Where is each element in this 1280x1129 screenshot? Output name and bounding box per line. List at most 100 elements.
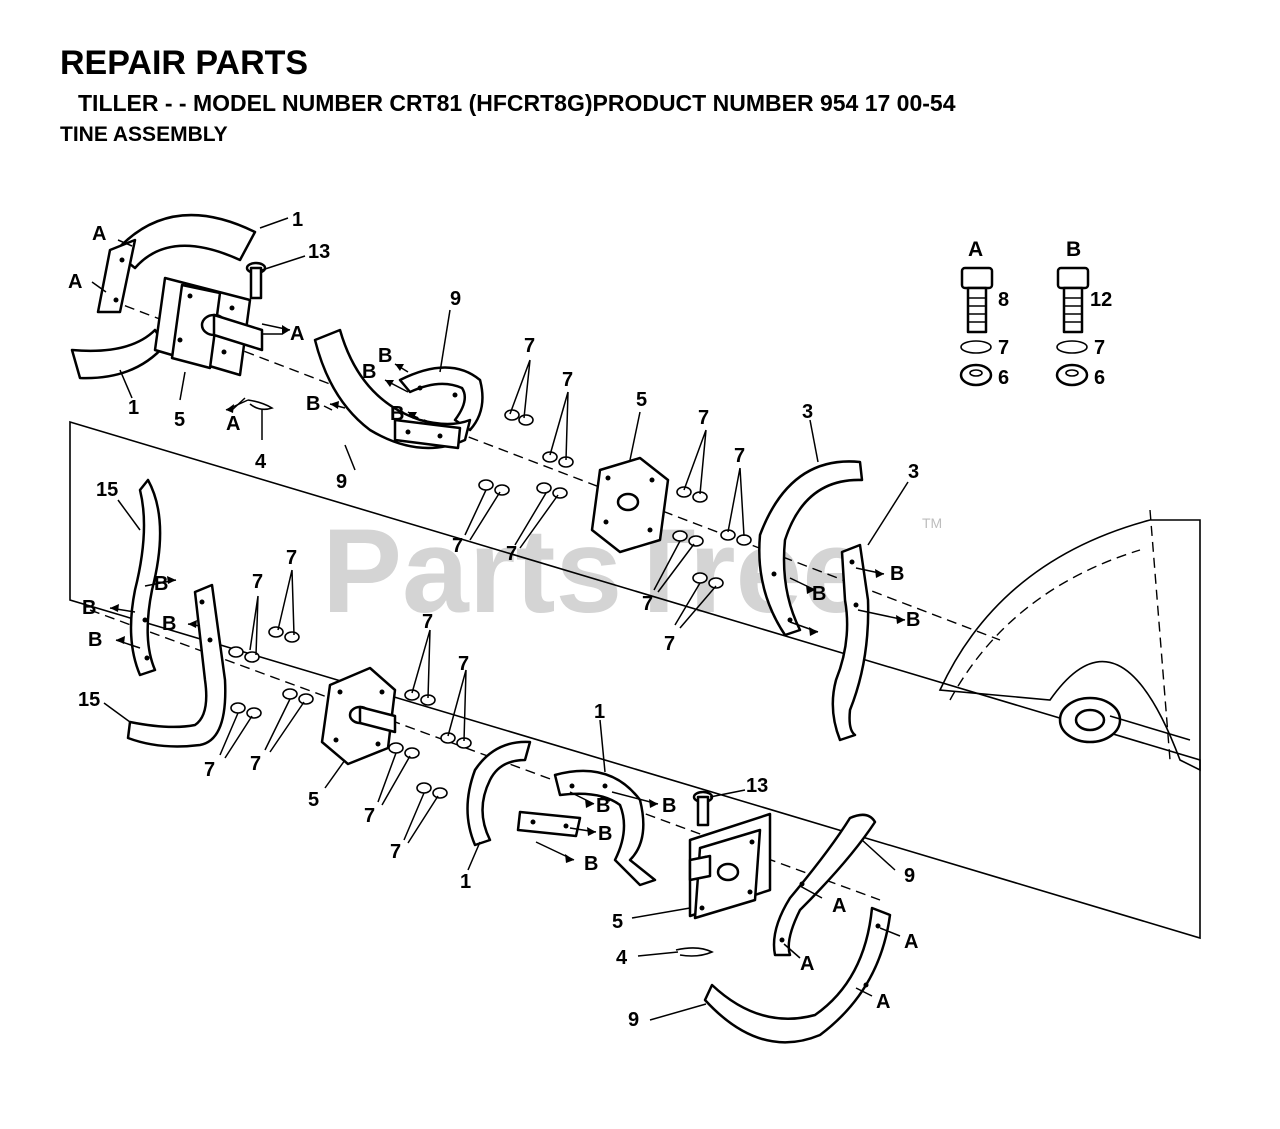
legend-b-washer-number: 7 [1094,337,1105,359]
legend-b-bolt-number: 12 [1090,289,1112,311]
tine-3-left [758,460,864,637]
callout-b-7: B [906,609,920,631]
hairpin-clip-4-upper [247,399,274,411]
callout-1-mid: 1 [594,701,605,723]
callout-7-i: 7 [252,571,263,593]
callout-b-2: B [362,361,376,383]
model-subtitle: TILLER - - MODEL NUMBER CRT81 (HFCRT8G)P… [78,90,956,116]
callout-7-l: 7 [250,753,261,775]
callout-9-mid: 9 [336,471,347,493]
callout-7-m: 7 [422,611,433,633]
callout-7-e: 7 [452,535,463,557]
washers-7-lower-left [228,626,314,719]
callout-15-top: 15 [96,479,118,501]
callout-1-top: 1 [292,209,303,231]
callout-7-o: 7 [364,805,375,827]
bolt-b-icon [1056,266,1090,334]
watermark-tm: TM [922,515,942,531]
callout-9-bot: 9 [628,1009,639,1031]
legend-a-nut-number: 6 [998,367,1009,389]
bolt-arrows [109,323,906,997]
tiller-housing [938,509,1201,772]
callout-a-3: A [290,323,304,345]
legend-a-washer-number: 7 [998,337,1009,359]
callout-b-10: B [162,613,176,635]
callout-b-9: B [82,597,96,619]
callout-b-6: B [812,583,826,605]
tine-15-lower [126,583,227,748]
callout-7-f: 7 [506,543,517,565]
callout-7-g: 7 [642,593,653,615]
callout-1-left: 1 [128,397,139,419]
axle-centerline-lower [89,609,881,901]
callout-7-d: 7 [734,445,745,467]
callout-7-a: 7 [524,335,535,357]
callout-labels: 1 A A 13 A 1 5 A 4 9 B B B B 9 7 7 5 7 7… [68,209,920,1031]
callout-b-8: B [154,573,168,595]
callout-b-11: B [88,629,102,651]
callout-5-low: 5 [308,789,319,811]
washers-7-lower-middle [388,689,472,799]
callout-5-mid: 5 [636,389,647,411]
callout-b-1: B [378,345,392,367]
nut-a-icon [959,363,993,387]
tine-9-lower [703,813,892,1044]
lock-washer-b-icon [1056,340,1088,354]
mounting-plate-5-upper [153,276,264,377]
tiller-frame-outline [69,420,1201,940]
callout-3-a: 3 [802,401,813,423]
callout-a-2: A [68,271,82,293]
callout-b-15: B [584,853,598,875]
clevis-pin-13-upper [245,261,267,300]
legend-b-letter: B [1066,238,1081,261]
callout-a-1: A [92,223,106,245]
callout-7-j: 7 [286,547,297,569]
tine-1-lower [466,740,657,887]
section-title: TINE ASSEMBLY [60,123,228,146]
legend-a-letter: A [968,238,983,261]
callout-13-top: 13 [308,241,330,263]
callout-b-4: B [390,403,404,425]
leader-lines [91,217,909,1021]
callout-b-3: B [306,393,320,415]
clevis-pin-13-lower [692,790,714,827]
legend-b-nut-number: 6 [1094,367,1105,389]
callout-b-14: B [598,823,612,845]
mounting-plate-5-lower [688,812,772,920]
tine-15-upper [129,478,162,677]
callout-4-bot: 4 [616,947,628,969]
callout-1-low: 1 [460,871,471,893]
callout-a-8: A [876,991,890,1013]
bolt-a-icon [960,266,994,334]
callout-7-b: 7 [562,369,573,391]
hairpin-clip-4-lower [675,947,714,957]
callout-3-b: 3 [908,461,919,483]
callout-b-12: B [596,795,610,817]
callout-a-4: A [226,413,240,435]
callout-b-13: B [662,795,676,817]
callout-7-k: 7 [204,759,215,781]
tine-3-right [831,543,870,742]
callout-9-top: 9 [450,288,461,310]
legend-a-bolt-number: 8 [998,289,1009,311]
callout-9-right: 9 [904,865,915,887]
callout-a-7: A [800,953,814,975]
callout-5-top: 5 [174,409,185,431]
tine-9-upper [313,328,484,450]
callout-7-n: 7 [458,653,469,675]
washers-7-upper [478,409,752,589]
hub-plate-5-middle [590,456,670,554]
callout-a-6: A [904,931,918,953]
callout-13-low: 13 [746,775,768,797]
hardware-legend: A B 8 7 6 12 7 6 [959,238,1112,389]
callout-7-c: 7 [698,407,709,429]
callout-7-p: 7 [390,841,401,863]
hub-plate-5-lower [320,666,397,766]
nut-b-icon [1055,363,1089,387]
page-title: REPAIR PARTS [60,44,309,82]
callout-15-bot: 15 [78,689,100,711]
callout-a-5: A [832,895,846,917]
lock-washer-a-icon [960,340,992,354]
callout-b-5: B [890,563,904,585]
